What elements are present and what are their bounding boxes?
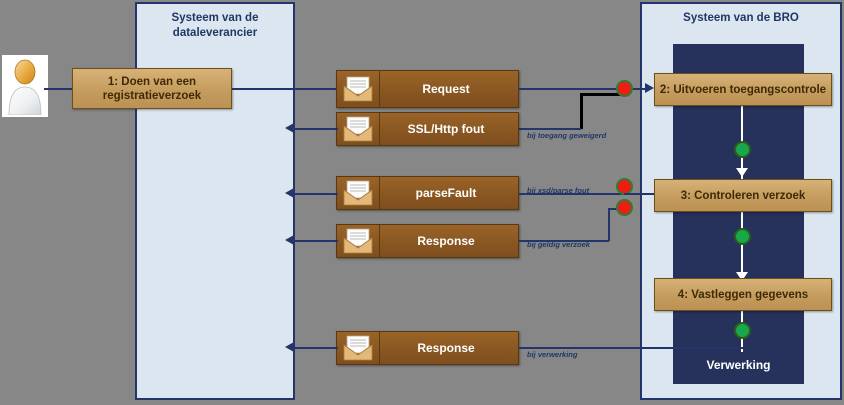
process-step-1-label: 1: Doen van een registratieverzoek [103, 75, 201, 103]
lane-dataleverancier-title-line2: dataleverancier [172, 27, 258, 39]
message-ssl-http-fout[interactable]: SSL/Http fout [336, 112, 519, 146]
bro-flow-arrow-2 [736, 272, 748, 281]
envelope-icon-glyph [343, 180, 373, 206]
connector-geldig-horizontal-bottom [519, 240, 609, 242]
process-step-4[interactable]: 4: Vastleggen gegevens [654, 278, 832, 311]
actor-person-icon [8, 59, 42, 115]
bro-flow-spine-1 [741, 104, 743, 152]
message-request-top[interactable]: Request [336, 70, 519, 108]
connector-parse-branch [519, 193, 624, 195]
decision-marker-red-toegang [616, 80, 633, 97]
connector-geldig-vertical [608, 208, 610, 241]
message-response-mid-label: Response [417, 234, 475, 248]
condition-toegang-geweigerd: bij toegang geweigerd [527, 131, 607, 140]
connector-response-mid-to-lane [294, 240, 338, 242]
arrow-response-mid-to-lane [285, 235, 294, 245]
connector-verwerking-to-response [519, 347, 743, 349]
decision-marker-green-step3 [734, 228, 751, 245]
lane-bro-title-line1: Systeem van de BRO [683, 12, 799, 24]
process-step-3[interactable]: 3: Controleren verzoek [654, 179, 832, 212]
message-request-top-label: Request [422, 82, 470, 96]
connector-actor-to-step1 [44, 88, 72, 90]
decision-marker-green-step4 [734, 322, 751, 339]
connector-parsefault-to-lane [294, 193, 338, 195]
envelope-icon [337, 332, 380, 364]
message-parsefault-label: parseFault [415, 186, 477, 200]
lane-dataleverancier-title: Systeem van de dataleverancier [137, 11, 293, 41]
bro-flow-arrow-1 [736, 168, 748, 177]
envelope-icon [337, 177, 380, 209]
decision-marker-green-step2 [734, 141, 751, 158]
connector-gateway-to-step3 [624, 193, 654, 195]
process-step-1-line1: 1: Doen van een [107, 75, 197, 88]
process-step-4-label: 4: Vastleggen gegevens [677, 288, 809, 301]
lane-dataleverancier: Systeem van de dataleverancier [135, 2, 295, 400]
process-step-1[interactable]: 1: Doen van een registratieverzoek [72, 68, 232, 109]
condition-verwerking: bij verwerking [527, 350, 578, 359]
connector-gateway-to-step2 [624, 88, 646, 90]
arrow-ssl-to-lane [285, 123, 294, 133]
lane-dataleverancier-title-line1: Systeem van de [171, 12, 259, 24]
connector-toegang-geweigerd-to-ssl [519, 128, 581, 130]
connector-response-bottom-to-lane [294, 347, 338, 349]
bro-flow-spine-4 [741, 256, 743, 286]
message-response-bottom[interactable]: Response [336, 331, 519, 365]
envelope-icon-glyph [343, 116, 373, 142]
bro-verwerking-label: Verwerking [706, 358, 771, 372]
message-parsefault[interactable]: parseFault [336, 176, 519, 210]
actor-dataleverancier [2, 55, 48, 117]
connector-ssl-to-lane [294, 128, 338, 130]
arrow-into-step2 [645, 83, 654, 93]
message-ssl-http-fout-label: SSL/Http fout [407, 122, 485, 136]
process-step-2[interactable]: 2: Uitvoeren toegangscontrole [654, 73, 832, 106]
decision-marker-red-geldig [616, 199, 633, 216]
connector-step1-to-request [232, 88, 336, 90]
envelope-icon-glyph [343, 228, 373, 254]
condition-parse-fout: bij xsd/parse fout [527, 186, 590, 195]
envelope-icon [337, 113, 380, 145]
connector-request-to-gateway [519, 88, 624, 90]
process-step-3-label: 3: Controleren verzoek [680, 189, 806, 202]
envelope-icon [337, 225, 380, 257]
condition-geldig-verzoek: bij geldig verzoek [527, 240, 590, 249]
message-response-mid[interactable]: Response [336, 224, 519, 258]
lane-bro-title: Systeem van de BRO [642, 11, 840, 26]
envelope-icon-glyph [343, 335, 373, 361]
process-step-1-line2: registratieverzoek [102, 89, 202, 102]
connector-toegang-geweigerd-vertical [580, 93, 583, 129]
connector-toegang-geweigerd-horizontal [580, 93, 622, 96]
envelope-icon [337, 71, 380, 107]
message-response-bottom-label: Response [417, 341, 475, 355]
arrow-parsefault-to-lane [285, 188, 294, 198]
envelope-icon-glyph [343, 76, 373, 102]
process-step-2-label: 2: Uitvoeren toegangscontrole [659, 83, 827, 96]
arrow-response-bottom-to-lane [285, 342, 294, 352]
